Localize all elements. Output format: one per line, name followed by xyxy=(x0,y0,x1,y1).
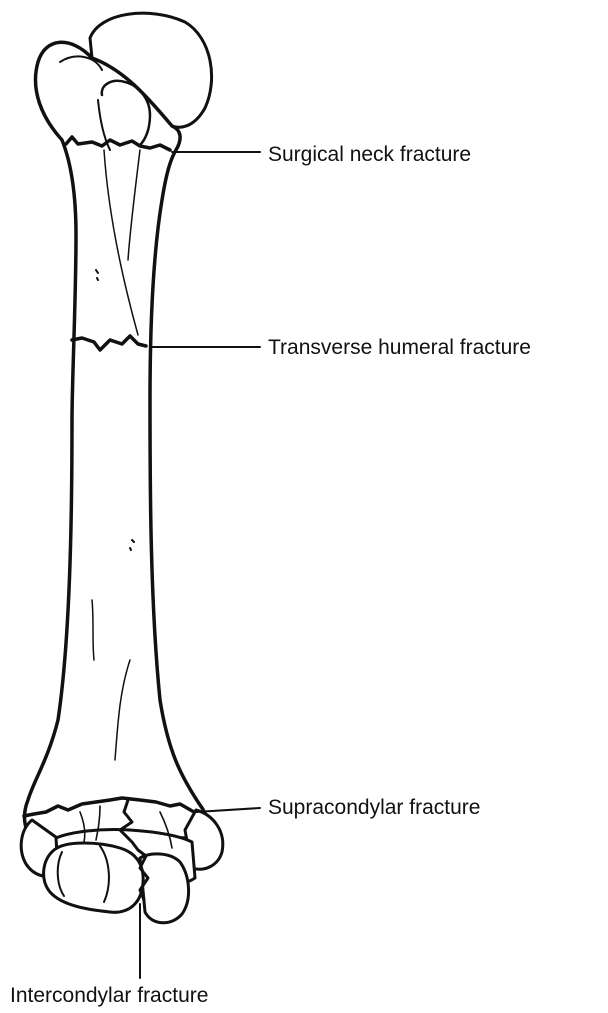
label-intercondylar-fracture: Intercondylar fracture xyxy=(10,985,208,1006)
trochlea xyxy=(140,854,189,923)
label-supracondylar-fracture: Supracondylar fracture xyxy=(268,797,480,818)
label-transverse-humeral-fracture: Transverse humeral fracture xyxy=(268,337,531,358)
label-surgical-neck-fracture: Surgical neck fracture xyxy=(268,144,471,165)
humerus-shaft xyxy=(25,42,207,838)
supracondylar-leader xyxy=(196,808,260,812)
